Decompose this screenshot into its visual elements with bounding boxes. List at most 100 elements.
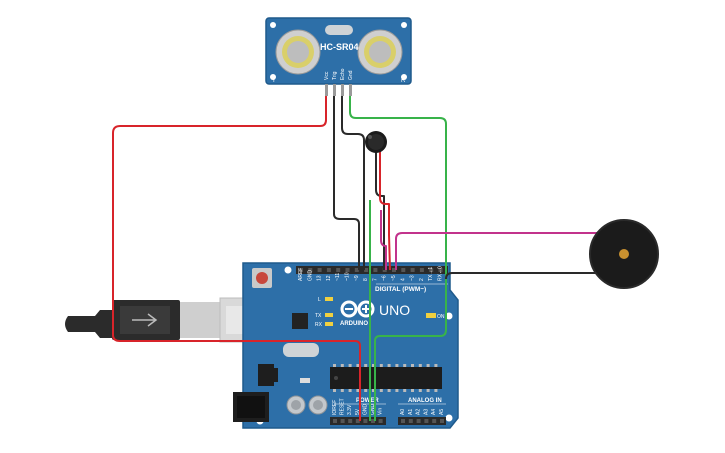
sensor-label: HC-SR04 (320, 42, 359, 52)
header-pin-hole[interactable] (364, 268, 369, 272)
sensor-pin-label: Trig (332, 71, 338, 80)
power-pin-label: RESET (340, 398, 346, 415)
usb-icon (132, 313, 158, 327)
analog-pin-hole[interactable] (408, 419, 413, 423)
digital-header[interactable] (296, 266, 448, 274)
power-pin-label: IOREF (332, 400, 338, 415)
analog-pin-label: A0 (400, 409, 406, 415)
top-pin-label: 4 (400, 278, 406, 281)
wire-motor-magenta (380, 210, 387, 270)
header-pin-hole[interactable] (392, 268, 396, 272)
wire-buzzer-magenta (395, 232, 600, 270)
power-pin-label: Vin (378, 408, 384, 415)
usb-cable (65, 297, 273, 343)
power-pin-hole[interactable] (371, 419, 375, 423)
power-pin-label: 3.3V (347, 404, 353, 415)
arduino-logo (340, 300, 375, 318)
header-pin-hole[interactable] (354, 268, 359, 272)
sensor-pin-label: Echo (340, 68, 346, 80)
top-pin-label: TX→1 (428, 267, 434, 281)
header-pin-hole[interactable] (345, 268, 350, 272)
led-l (325, 297, 333, 301)
power-pin-label: GND (370, 404, 376, 416)
header-pin-hole[interactable] (336, 268, 341, 272)
header-pin-hole[interactable] (308, 268, 313, 272)
top-pin-label: ~9 (354, 275, 360, 281)
analog-pin-hole[interactable] (424, 419, 429, 423)
wire-motor-black (375, 150, 385, 270)
led-tx-label: TX (315, 313, 322, 319)
power-pin-hole[interactable] (363, 419, 368, 423)
power-pin-hole[interactable] (333, 419, 337, 423)
header-pin-hole[interactable] (419, 268, 424, 272)
vibration-motor[interactable] (365, 131, 387, 153)
sensor-crystal (325, 25, 353, 35)
top-pin-label: ~6 (382, 275, 388, 281)
power-pin-label: GND (362, 404, 368, 416)
usb-chip (292, 313, 308, 329)
reset-button-cap[interactable] (256, 272, 268, 284)
top-pin-label: ~3 (410, 275, 416, 281)
header-pin-hole[interactable] (438, 268, 443, 272)
header-pin-hole[interactable] (401, 268, 406, 272)
analog-pin-label: A4 (431, 409, 437, 415)
crystal (283, 343, 319, 357)
top-pin-label: AREF (298, 268, 304, 281)
board-brand: ARDUINO (340, 321, 368, 327)
power-pin-hole[interactable] (348, 419, 353, 423)
led-l-label: L (318, 297, 321, 303)
header-pin-hole[interactable] (317, 268, 322, 272)
analog-pin-label: A2 (416, 409, 422, 415)
piezo-buzzer[interactable] (589, 219, 659, 289)
analog-pin-hole[interactable] (401, 419, 405, 423)
wire-buzzer-black (445, 272, 600, 280)
power-pin-label: 5V (355, 408, 361, 415)
wire-motor-red (379, 150, 391, 271)
analog-pin-label: A1 (408, 409, 414, 415)
analog-pin-label: A5 (439, 409, 445, 415)
power-pin-hole[interactable] (355, 419, 360, 423)
analog-pin-label: A3 (423, 409, 429, 415)
wires (112, 96, 600, 421)
top-pin-label: RX←0 (438, 266, 444, 281)
sensor-pin-label: Gnd (348, 70, 354, 80)
power-pin-hole[interactable] (340, 419, 345, 423)
top-pin-label: ~5 (391, 275, 397, 281)
analog-header[interactable] (398, 417, 446, 425)
led-on-label: ON (437, 314, 445, 320)
digital-label: DIGITAL (PWM~) (375, 286, 426, 293)
atmega-chip (330, 367, 442, 389)
power-pin-hole[interactable] (378, 419, 383, 423)
header-pin-hole[interactable] (326, 268, 331, 272)
led-rx-label: RX (315, 322, 323, 328)
led-on (426, 313, 436, 318)
wire-vcc-red (112, 96, 361, 421)
sensor-corner-r: R (401, 78, 406, 84)
header-pin-hole[interactable] (299, 268, 303, 272)
board-model: UNO (379, 302, 410, 318)
analog-pin-hole[interactable] (432, 419, 437, 423)
top-pin-label: GND (307, 270, 313, 282)
led-tx (325, 313, 333, 317)
analog-pin-hole[interactable] (440, 419, 444, 423)
header-pin-hole[interactable] (429, 268, 434, 272)
top-pin-label: 7 (372, 278, 378, 281)
wire-echo-black (341, 96, 365, 270)
header-pin-hole[interactable] (410, 268, 415, 272)
top-pin-label: 12 (326, 275, 332, 281)
sensor-corner-t: T (272, 78, 276, 84)
top-pin-label: ~11 (335, 273, 341, 281)
power-label: POWER (356, 398, 379, 404)
top-pin-label: 2 (419, 278, 425, 281)
analog-pin-hole[interactable] (416, 419, 421, 423)
buzzer-center (619, 249, 629, 259)
led-rx (325, 322, 333, 326)
header-pin-hole[interactable] (373, 268, 378, 272)
wire-gnd-green (349, 96, 447, 421)
top-pin-label: 8 (363, 278, 369, 281)
wire-trig-black (333, 96, 360, 270)
sensor-pin-label: Vcc (324, 71, 330, 80)
